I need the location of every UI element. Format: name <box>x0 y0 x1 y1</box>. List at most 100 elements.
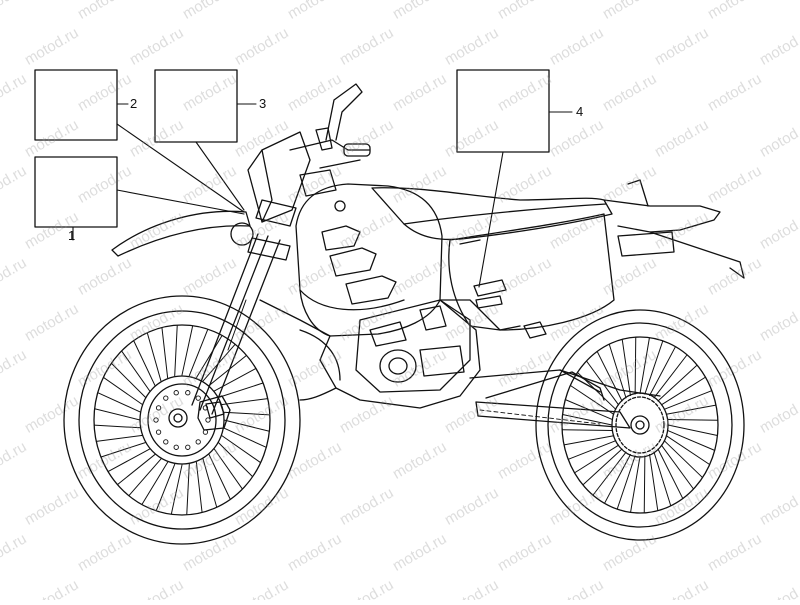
side-panel <box>448 179 745 339</box>
spoke <box>94 408 141 421</box>
spoke <box>223 419 270 432</box>
front-fender <box>111 210 251 257</box>
spoke <box>208 453 231 500</box>
disc-hole <box>163 395 169 401</box>
spoke <box>146 332 162 382</box>
spoke <box>195 461 203 513</box>
spoke <box>665 404 717 415</box>
spoke <box>639 337 650 395</box>
disc-hole <box>185 444 191 450</box>
engine <box>259 299 601 409</box>
spoke <box>213 448 243 490</box>
headlight <box>230 131 311 246</box>
spoke <box>574 444 620 474</box>
callout-number-4: 4 <box>576 104 584 119</box>
spoke <box>107 448 151 472</box>
spoke <box>630 455 641 513</box>
spoke <box>111 362 147 399</box>
spoke <box>208 355 247 387</box>
spoke <box>621 339 631 397</box>
disc-hole <box>173 444 179 450</box>
spoke <box>141 461 169 505</box>
spoke <box>663 390 713 410</box>
spoke <box>660 376 706 406</box>
spoke <box>181 326 194 376</box>
disc-hole <box>155 429 162 435</box>
spoke <box>592 451 627 496</box>
disc-hole <box>185 390 191 396</box>
spoke <box>644 340 664 395</box>
spoke <box>202 458 218 508</box>
spoke <box>586 360 620 406</box>
disc-hole <box>153 417 159 423</box>
disc-hole <box>155 405 162 411</box>
spoke <box>665 435 711 465</box>
spoke <box>582 448 623 486</box>
spoke <box>186 463 190 515</box>
spoke <box>643 455 646 513</box>
disc-hole <box>195 395 201 401</box>
spoke <box>649 453 659 511</box>
disc-hole <box>195 439 201 445</box>
spoke <box>561 429 613 431</box>
spoke <box>604 453 631 504</box>
spoke <box>217 441 253 478</box>
disc-hole <box>163 439 169 445</box>
spoke <box>660 444 694 490</box>
leader-lines <box>72 103 573 288</box>
spoke <box>121 350 151 392</box>
spoke <box>657 364 698 402</box>
spoke <box>128 458 162 496</box>
spoke <box>170 464 183 514</box>
spoke <box>220 434 261 464</box>
spoke <box>222 411 271 416</box>
spoke <box>117 453 156 485</box>
spoke <box>217 382 264 399</box>
spoke <box>95 434 144 442</box>
spoke <box>161 327 169 379</box>
spoke <box>188 329 209 377</box>
spoke <box>93 424 142 429</box>
swingarm <box>475 369 661 429</box>
fuel-tank <box>295 183 443 337</box>
spoke <box>174 325 178 377</box>
spoke <box>562 414 613 426</box>
disc-hole <box>173 390 179 396</box>
spoke <box>667 419 719 421</box>
spoke <box>667 429 716 451</box>
spoke <box>222 427 267 448</box>
spoke <box>653 451 672 506</box>
spoke <box>616 455 636 510</box>
rear-wheel <box>535 309 745 541</box>
spoke <box>569 385 615 415</box>
callout-box-1 <box>34 156 118 228</box>
spoke <box>213 368 257 392</box>
spoke <box>608 344 627 399</box>
spoke <box>103 376 144 406</box>
front-wheel <box>63 295 301 545</box>
spoke <box>653 354 688 399</box>
spoke <box>596 351 623 402</box>
spoke <box>563 435 615 446</box>
spoke <box>649 346 676 397</box>
callout-box-3 <box>154 69 238 143</box>
spoke <box>667 424 718 436</box>
disc-hole <box>205 417 211 423</box>
callout-box-2 <box>34 69 118 141</box>
spoke <box>195 335 223 379</box>
spoke <box>663 440 703 478</box>
callout-number-3: 3 <box>259 96 267 111</box>
spoke <box>657 448 684 499</box>
handlebar <box>289 83 371 197</box>
spoke <box>97 392 142 413</box>
spoke <box>100 441 147 458</box>
callout-number-2: 2 <box>130 96 138 111</box>
front-fork <box>191 199 297 415</box>
spoke <box>133 340 156 387</box>
callout-box-4 <box>456 69 550 153</box>
spoke <box>220 398 269 406</box>
spoke <box>567 440 617 460</box>
spoke <box>634 337 637 395</box>
